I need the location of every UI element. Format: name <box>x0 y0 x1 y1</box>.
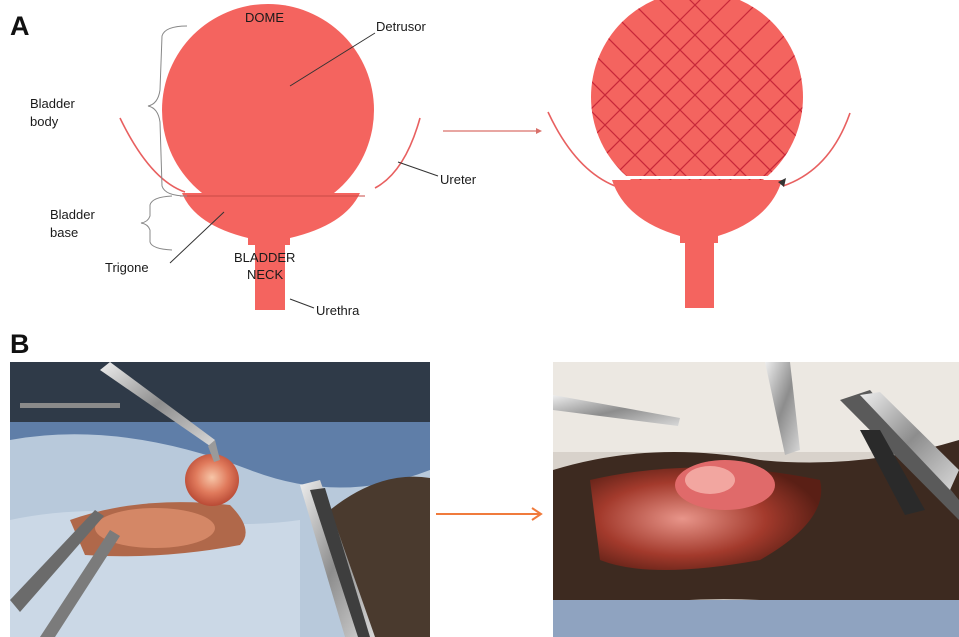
panel-b-letter: B <box>10 329 30 359</box>
ureter-pointer <box>398 162 438 176</box>
panel-b: B <box>10 329 959 637</box>
bladder-dome <box>162 4 374 216</box>
label-trigone: Trigone <box>105 260 149 275</box>
transition-arrow-a <box>443 128 542 134</box>
surgery-photo-after <box>553 362 959 637</box>
label-urethra: Urethra <box>316 303 360 318</box>
mesh-urethra-tube <box>685 236 714 308</box>
right-ureter <box>375 118 420 188</box>
label-detrusor: Detrusor <box>376 19 427 34</box>
surgery-photo-before <box>10 362 430 637</box>
bladder-diagram-mesh <box>380 0 959 308</box>
label-bladder-base-line2: base <box>50 225 78 240</box>
bladder-base-brace <box>141 196 172 250</box>
label-dome: DOME <box>245 10 284 25</box>
mesh-bladder-base <box>612 180 782 243</box>
label-bladder-body-line2: body <box>30 114 59 129</box>
mesh-suture-line <box>610 176 785 179</box>
label-bladder-base-line1: Bladder <box>50 207 95 222</box>
panel-a-letter: A <box>10 11 30 41</box>
label-bladder-body-line1: Bladder <box>30 96 75 111</box>
label-bladder-neck-line1: BLADDER <box>234 250 295 265</box>
label-bladder-neck-line2: NECK <box>247 267 283 282</box>
trigone-pointer <box>170 212 224 263</box>
label-ureter: Ureter <box>440 172 477 187</box>
bladder-base <box>182 193 360 245</box>
transition-arrow-b <box>436 508 541 520</box>
urethra-pointer <box>290 299 314 308</box>
panel-a: A DOME Detrusor Bladder body Bladder bas… <box>10 0 959 318</box>
